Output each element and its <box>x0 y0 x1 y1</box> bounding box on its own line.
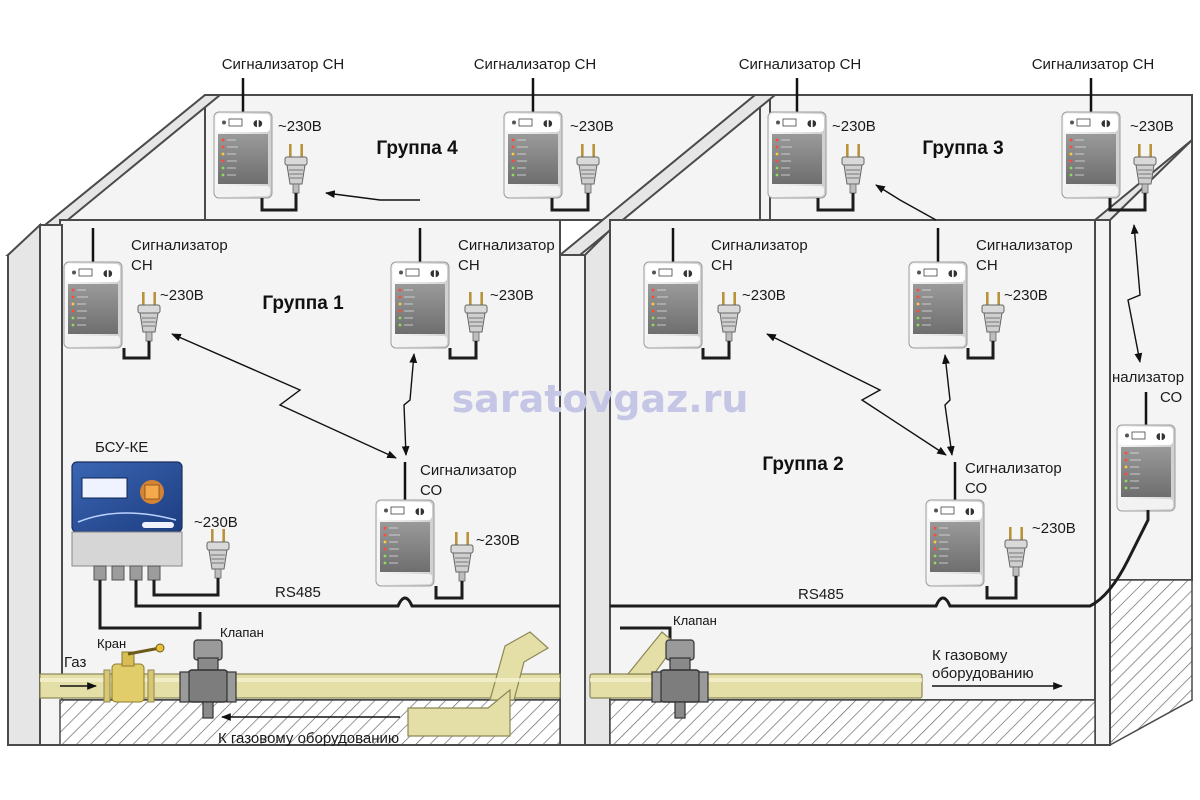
power-label: ~230В <box>1130 118 1174 135</box>
gas-pipe-room1 <box>39 631 561 737</box>
detector-label-line2: СО <box>965 480 987 497</box>
group-1-detector-ch-right: Сигнализатор СН ~230В <box>390 228 555 360</box>
gas-tap <box>103 643 165 703</box>
valve-label: Клапан <box>220 625 264 640</box>
group-1-label: Группа 1 <box>262 293 344 314</box>
power-label: ~230В <box>1032 520 1076 537</box>
group-3-detector-co: нализатор СО <box>1112 369 1184 512</box>
to-equipment-label-line2: оборудованию <box>932 665 1034 682</box>
detector-label-line1: Сигнализатор <box>965 460 1062 477</box>
valve-label: Клапан <box>673 613 717 628</box>
power-label: ~230В <box>194 514 238 531</box>
group-1-detector-ch-left: Сигнализатор СН ~230В <box>63 228 228 360</box>
rs485-label: RS485 <box>798 586 844 603</box>
gas-pipe-room2 <box>589 631 923 719</box>
power-label: ~230В <box>476 532 520 549</box>
group-3-detector-2: Сигнализатор СН ~230В <box>1032 56 1174 212</box>
detector-label-line2: СО <box>420 482 442 499</box>
detector-label-line2: СН <box>131 257 153 274</box>
detector-label-line1: Сигнализатор <box>711 237 808 254</box>
detector-label: Сигнализатор СН <box>474 56 597 73</box>
group-4-detector-2: Сигнализатор СН ~230В <box>474 56 614 212</box>
detector-label-line1: нализатор <box>1112 369 1184 386</box>
gas-label: Газ <box>64 654 86 671</box>
group-1-detector-co: Сигнализатор СО ~230В <box>375 462 520 600</box>
to-equipment-label: К газовому оборудованию <box>218 730 399 747</box>
power-label: ~230В <box>1004 287 1048 304</box>
power-label: ~230В <box>570 118 614 135</box>
detector-label-line1: Сигнализатор <box>458 237 555 254</box>
rs485-bus-room2 <box>610 510 1150 608</box>
detector-label-line2: СО <box>1160 389 1182 406</box>
to-equipment-label-line1: К газовому <box>932 647 1008 664</box>
detector-label-line2: СН <box>711 257 733 274</box>
detector-label: Сигнализатор СН <box>222 56 345 73</box>
power-label: ~230В <box>278 118 322 135</box>
detector-label-line1: Сигнализатор <box>420 462 517 479</box>
group-2-detector-co: Сигнализатор СО ~230В <box>925 460 1076 600</box>
power-label: ~230В <box>160 287 204 304</box>
detector-label-line2: СН <box>976 257 998 274</box>
detector-label-line1: Сигнализатор <box>131 237 228 254</box>
group-2-detector-ch-left: Сигнализатор СН ~230В <box>643 228 808 360</box>
power-label: ~230В <box>742 287 786 304</box>
bsu-title: БСУ-КЕ <box>95 439 148 456</box>
group-3-label: Группа 3 <box>922 138 1003 159</box>
detector-label: Сигнализатор СН <box>1032 56 1155 73</box>
rs485-label: RS485 <box>275 584 321 601</box>
group-4-detector-1: Сигнализатор СН ~230В <box>213 56 345 212</box>
detector-label-line1: Сигнализатор <box>976 237 1073 254</box>
group-2-detector-ch-right: Сигнализатор СН ~230В <box>908 228 1073 360</box>
group-3-detector-1: Сигнализатор СН ~230В <box>739 56 876 212</box>
bsu-ke-controller: БСУ-КЕ ~230В <box>71 439 238 597</box>
rs485-bus-room1 <box>98 580 560 630</box>
power-label: ~230В <box>832 118 876 135</box>
watermark: saratovgaz.ru <box>452 377 749 421</box>
detector-label: Сигнализатор СН <box>739 56 862 73</box>
power-label: ~230В <box>490 287 534 304</box>
tap-label: Кран <box>97 636 126 651</box>
group-2-label: Группа 2 <box>762 454 843 475</box>
group-4-label: Группа 4 <box>376 138 458 159</box>
detector-label-line2: СН <box>458 257 480 274</box>
wireless-links <box>171 184 1143 459</box>
